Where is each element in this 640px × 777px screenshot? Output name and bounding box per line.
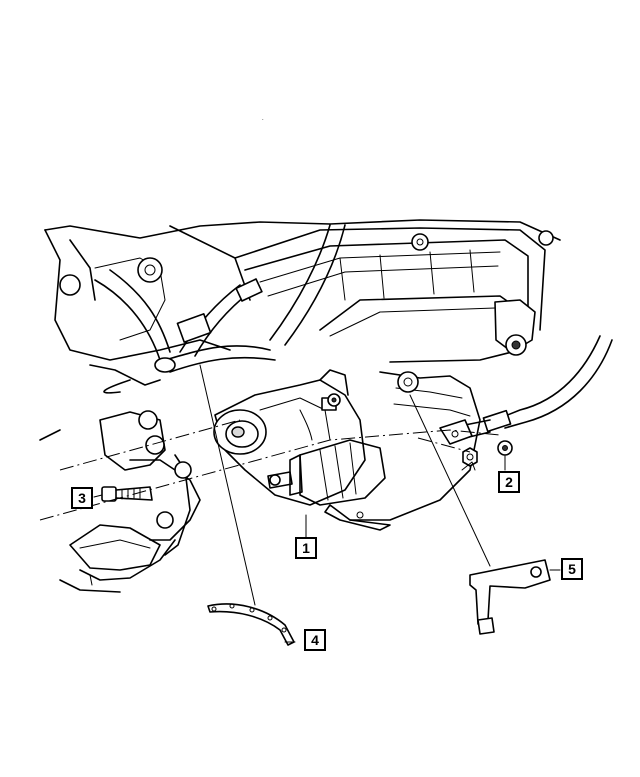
wire-strap-part-4 <box>207 603 295 646</box>
battery-cable <box>439 335 613 456</box>
callout-5[interactable]: 5 <box>561 558 583 580</box>
callout-1[interactable]: 1 <box>295 537 317 559</box>
wiring-harness <box>94 224 346 394</box>
centerlines <box>39 419 501 521</box>
bracket-part-5 <box>469 559 551 635</box>
callout-3[interactable]: 3 <box>71 487 93 509</box>
bolt-part-3 <box>101 486 153 502</box>
callout-4[interactable]: 4 <box>304 629 326 651</box>
callout-2[interactable]: 2 <box>498 471 520 493</box>
engine-block <box>44 219 561 531</box>
svg-text:.: . <box>262 116 264 122</box>
nut-part-2 <box>461 447 478 471</box>
transmission-housing <box>39 229 231 593</box>
starter-motor <box>213 369 386 506</box>
leader-lines <box>93 364 561 643</box>
